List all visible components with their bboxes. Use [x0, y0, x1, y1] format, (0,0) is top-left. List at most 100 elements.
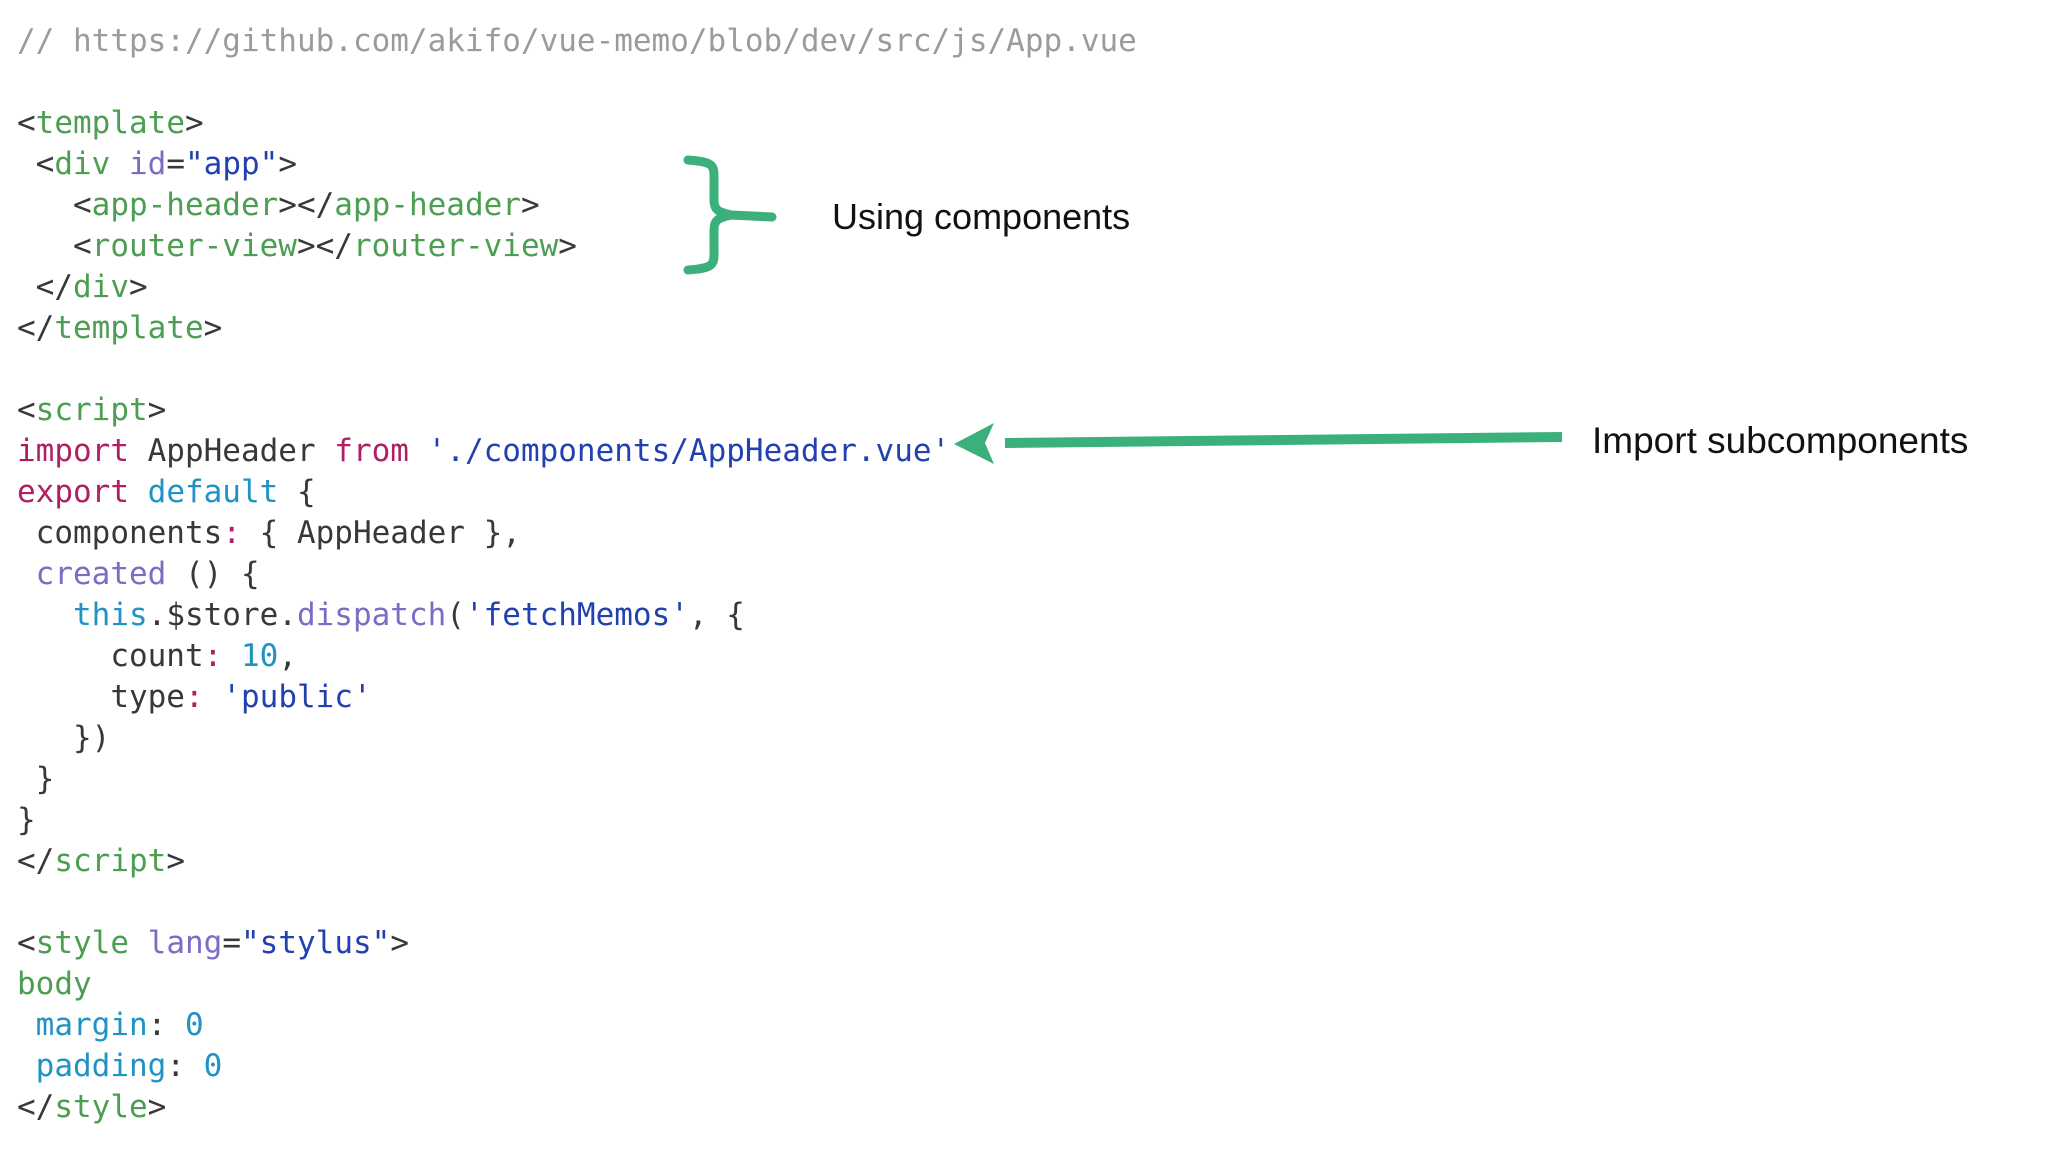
body-selector: body	[17, 964, 1137, 1005]
code-token-tag: script	[54, 843, 167, 879]
code-token-tag: script	[35, 392, 148, 428]
arrow-shaft	[1004, 432, 1563, 448]
dispatch-close: })	[17, 718, 1137, 759]
created-close: }	[17, 759, 1137, 800]
code-token-comment: // https://github.com/akifo/vue-memo/blo…	[17, 23, 1137, 59]
brace-stroke	[683, 155, 736, 275]
div-app-open-tag: <div id="app">	[17, 144, 1137, 185]
code-token-plain	[17, 597, 73, 633]
dispatch-call: this.$store.dispatch('fetchMemos', {	[17, 595, 1137, 636]
code-token-string: 'fetchMemos'	[464, 597, 689, 633]
code-token-punct: ></	[296, 228, 353, 264]
code-token-punct: <	[17, 187, 92, 223]
code-token-punct: >	[184, 105, 204, 141]
code-token-punct: </	[17, 1089, 55, 1125]
code-token-plain: ,	[278, 638, 297, 674]
code-token-punct: >	[147, 392, 167, 428]
code-token-string: "stylus"	[241, 925, 391, 961]
code-token-punct: >	[558, 228, 577, 264]
code-token-plain: , {	[688, 597, 745, 633]
code-token-plain	[129, 474, 148, 510]
code-token-keyword: :	[222, 515, 241, 551]
code-token-punct: </	[17, 310, 55, 346]
import-subcomponents-label: Import subcomponents	[1592, 420, 1969, 461]
code-token-fn: dispatch	[296, 597, 447, 633]
code-token-punct: <	[17, 146, 55, 182]
style-close-tag: </style>	[17, 1087, 1137, 1128]
using-components-label: Using components	[832, 196, 1131, 237]
code-token-plain: () {	[166, 556, 260, 592]
code-token-plain	[409, 433, 428, 469]
code-token-keyword2: margin	[17, 1007, 148, 1043]
blank-line	[17, 62, 1137, 103]
code-token-plain: (	[446, 597, 465, 633]
code-token-keyword: :	[203, 638, 223, 674]
code-block: // https://github.com/akifo/vue-memo/blo…	[17, 21, 1137, 1128]
count-property: count: 10,	[17, 636, 1137, 677]
code-token-plain: }	[17, 761, 55, 797]
code-token-tag: router-view	[352, 228, 559, 264]
code-token-plain: }	[17, 802, 36, 838]
code-token-plain: AppHeader	[128, 433, 335, 469]
code-token-attr: lang	[147, 925, 223, 961]
code-token-plain: :	[147, 1007, 185, 1043]
comment-url: // https://github.com/akifo/vue-memo/blo…	[17, 21, 1137, 62]
code-token-tag: template	[54, 310, 204, 346]
code-token-tag: template	[35, 105, 185, 141]
code-token-tag: app-header	[91, 187, 279, 223]
code-token-plain	[129, 925, 148, 961]
code-token-keyword: import	[17, 433, 129, 469]
code-token-plain: count	[17, 638, 204, 674]
app-header-element: <app-header></app-header>	[17, 185, 1137, 226]
code-token-punct: =	[222, 925, 241, 961]
code-token-plain: {	[278, 474, 316, 510]
script-open-tag: <script>	[17, 390, 1137, 431]
margin-rule: margin: 0	[17, 1005, 1137, 1046]
code-token-punct: >	[147, 1089, 167, 1125]
code-token-plain: components	[17, 515, 223, 551]
code-token-punct: <	[17, 228, 92, 264]
code-token-punct: </	[17, 269, 73, 305]
code-token-plain	[204, 679, 223, 715]
code-token-punct: >	[520, 187, 540, 223]
code-token-plain: type	[17, 679, 185, 715]
code-token-keyword2: padding	[17, 1048, 167, 1084]
export-close: }	[17, 800, 1137, 841]
blank-line	[17, 882, 1137, 923]
brace-tail-stroke	[726, 210, 777, 222]
script-close-tag: </script>	[17, 841, 1137, 882]
code-token-keyword2: default	[147, 474, 279, 510]
code-token-punct: =	[166, 146, 185, 182]
code-token-keyword: from	[334, 433, 409, 469]
code-token-tag: app-header	[334, 187, 521, 223]
code-token-punct: >	[203, 310, 223, 346]
code-token-keyword: :	[184, 679, 204, 715]
code-token-plain: })	[17, 720, 111, 756]
code-token-string: "app"	[185, 146, 279, 182]
code-token-plain: .$store.	[147, 597, 297, 633]
code-token-punct: >	[166, 843, 185, 879]
code-token-punct: >	[278, 146, 297, 182]
components-property: components: { AppHeader },	[17, 513, 1137, 554]
code-token-tag: body	[17, 966, 92, 1002]
type-property: type: 'public'	[17, 677, 1137, 718]
code-token-num: 0	[184, 1007, 204, 1043]
code-token-plain: :	[166, 1048, 204, 1084]
using-components-brace	[683, 155, 777, 275]
code-token-plain	[110, 146, 129, 182]
arrow-head	[954, 423, 994, 464]
code-token-tag: style	[54, 1089, 148, 1125]
code-token-tag: div	[73, 269, 129, 305]
code-token-punct: <	[17, 105, 36, 141]
code-token-punct: >	[390, 925, 409, 961]
import-statement: import AppHeader from './components/AppH…	[17, 431, 1137, 472]
export-default: export default {	[17, 472, 1137, 513]
code-token-punct: <	[17, 925, 36, 961]
code-token-punct: >	[129, 269, 148, 305]
code-token-tag: style	[35, 925, 129, 961]
code-token-punct: </	[17, 843, 55, 879]
code-token-string: 'public'	[222, 679, 372, 715]
code-token-plain	[222, 638, 241, 674]
code-token-tag: router-view	[91, 228, 297, 264]
